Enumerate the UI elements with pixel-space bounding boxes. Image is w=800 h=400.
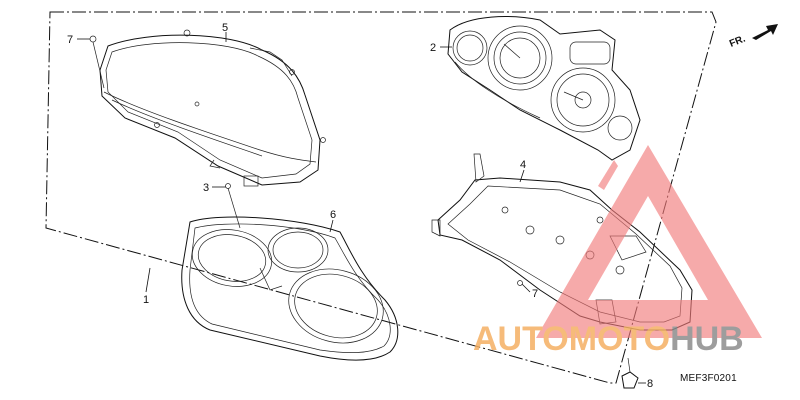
gauge-tachometer (550, 67, 616, 133)
gauge-temperature (607, 115, 633, 141)
gauge-speedometer (487, 25, 553, 91)
screw-3 (225, 183, 241, 229)
gauge-fuel (452, 30, 488, 66)
front-label: FR. (728, 33, 747, 49)
part-upper-cover (99, 29, 326, 187)
grommet-8 (621, 357, 639, 389)
callout-7-lower: 7 (532, 288, 538, 300)
arrow-icon (752, 24, 778, 40)
callout-5: 5 (222, 22, 228, 34)
front-direction-arrow: FR. (728, 24, 778, 50)
watermark-triangle-icon (536, 145, 762, 338)
watermark-logo: AUTOMOTOHUB (473, 145, 762, 358)
part-lens-frame (181, 216, 399, 361)
screw-7-upper (89, 35, 105, 89)
clip-icon (183, 29, 191, 37)
callout-2: 2 (430, 42, 436, 54)
watermark-text-primary: AUTOMOTOHUB (473, 320, 744, 358)
assembly-boundary (45, 11, 717, 384)
callout-1: 1 (143, 294, 149, 306)
callout-3: 3 (203, 182, 209, 194)
part-meter-assembly (447, 16, 641, 161)
screw-7-lower (517, 280, 523, 286)
callout-7-upper: 7 (67, 34, 73, 46)
callout-4: 4 (520, 159, 526, 171)
callout-6: 6 (330, 209, 336, 221)
callout-8: 8 (647, 378, 653, 390)
diagram-code: MEF3F0201 (680, 373, 737, 384)
